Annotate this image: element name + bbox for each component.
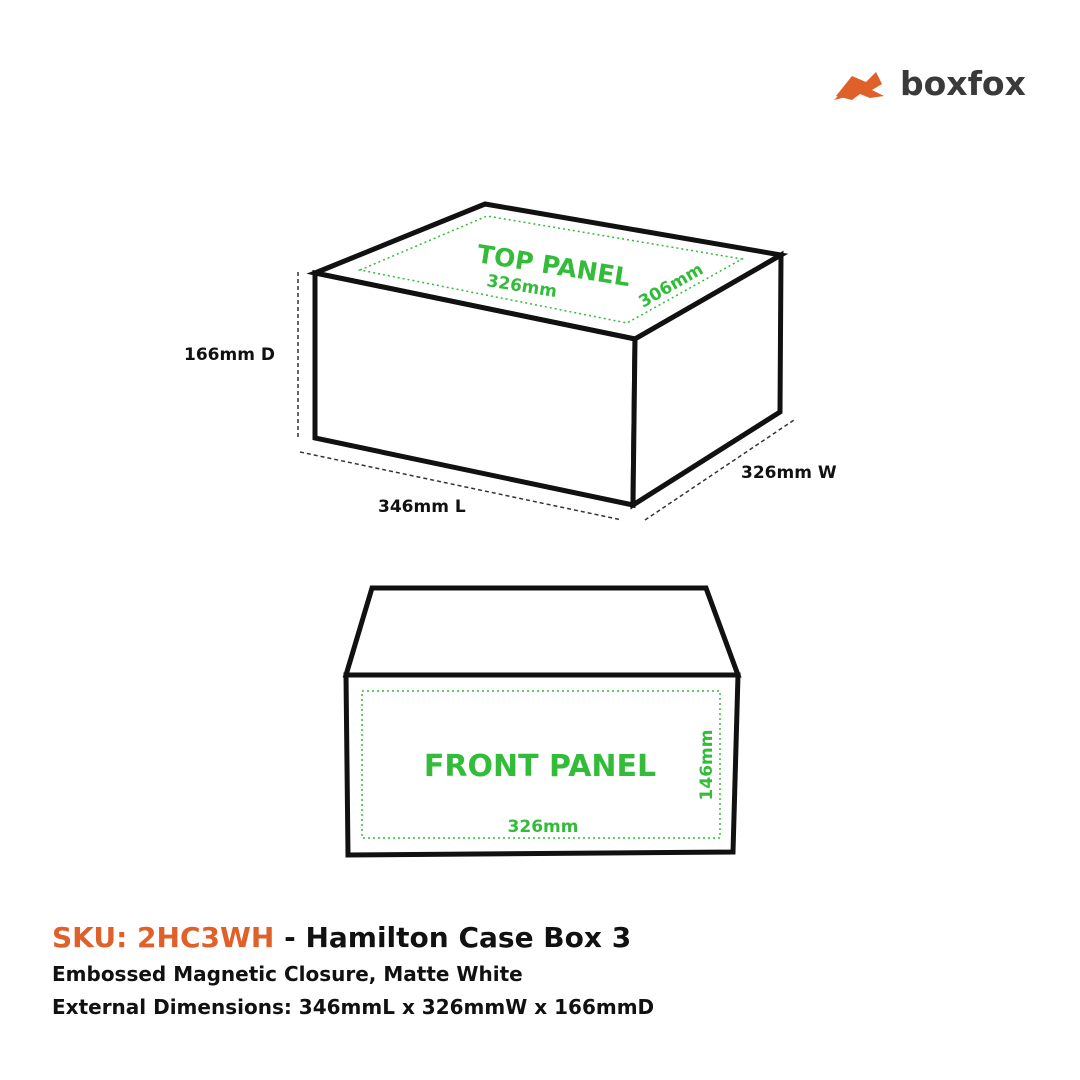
box-side-face [630, 250, 784, 510]
product-info: SKU: 2HC3WH - Hamilton Case Box 3 Emboss… [52, 918, 1032, 1024]
front-view-top-face [342, 585, 742, 678]
product-title-line: SKU: 2HC3WH - Hamilton Case Box 3 [52, 918, 1032, 958]
product-sku: SKU: 2HC3WH [52, 921, 275, 954]
depth-dimension-label: 166mm D [184, 345, 275, 365]
product-dimensions: External Dimensions: 346mmL x 326mmW x 1… [52, 995, 655, 1019]
width-dimension-line [644, 419, 795, 521]
front-panel-print-area [361, 690, 721, 839]
front-panel-label: FRONT PANEL [424, 749, 656, 784]
front-view-box [342, 585, 742, 858]
product-name: Hamilton Case Box 3 [305, 921, 632, 954]
length-dimension-line [299, 451, 623, 521]
fox-icon [834, 72, 884, 100]
title-separator: - [274, 921, 306, 954]
width-dimension-label: 326mm W [741, 463, 837, 483]
top-panel-print-area [357, 215, 745, 324]
front-view-front-face [343, 672, 741, 858]
brand-logo: boxfox [834, 64, 1026, 103]
length-dimension-label: 346mm L [378, 497, 466, 517]
isometric-box [306, 201, 789, 510]
brand-name: boxfox [900, 64, 1026, 103]
product-closure: Embossed Magnetic Closure, Matte White [52, 962, 523, 986]
front-panel-height: 146mm [697, 730, 717, 801]
front-panel-width: 326mm [508, 817, 579, 837]
dimension-lines [297, 272, 795, 521]
